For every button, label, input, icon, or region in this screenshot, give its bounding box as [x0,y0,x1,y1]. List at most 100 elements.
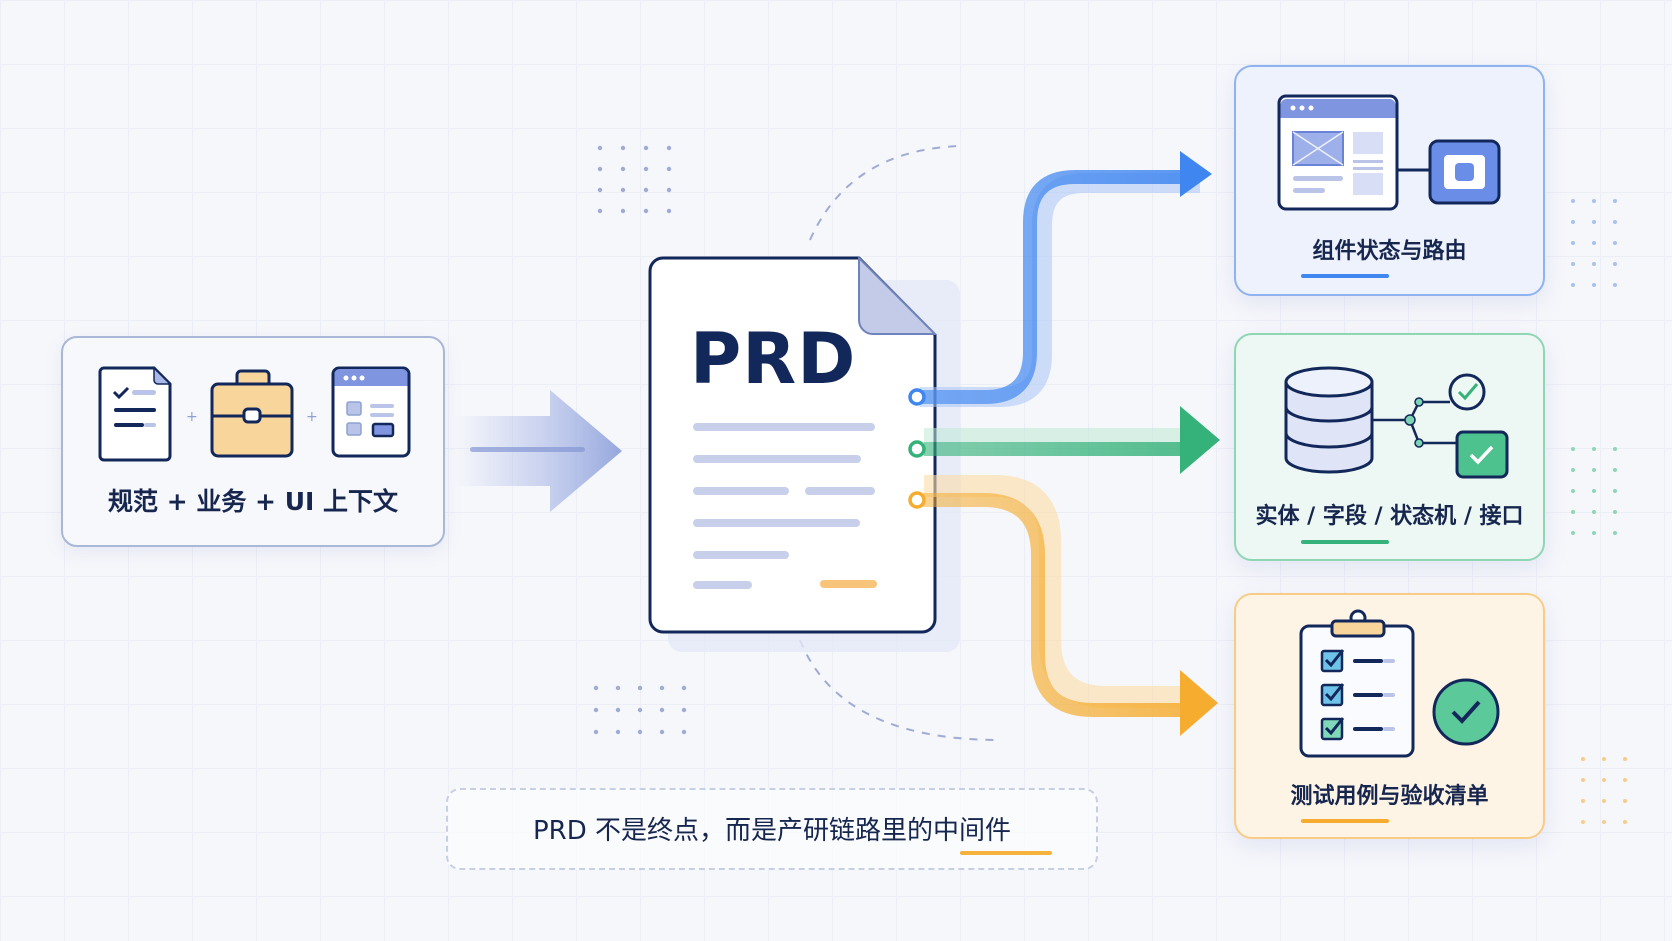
decor-dot [620,208,626,214]
decor-dot [643,208,649,214]
decor-dot [637,729,643,735]
decor-dot [620,145,626,151]
prd-title: PRD [690,318,857,400]
decor-dot [1571,199,1575,203]
decor-dot [681,685,687,691]
plus-sign: + [186,409,198,425]
dot-grid-bottom [593,685,687,735]
dot-grid-right-orange [1581,757,1627,824]
decor-dot [615,707,621,713]
decor-dot [1592,241,1596,245]
decor-dot [1571,489,1575,493]
decor-dot [1592,447,1596,451]
dot-grid-right-green [1571,447,1617,535]
decor-dot [1613,199,1617,203]
decor-dot [620,187,626,193]
connector-node-orange [908,491,926,509]
decor-dot [1602,757,1606,761]
decor-dot [659,707,665,713]
decor-dot [1581,757,1585,761]
arrowhead-orange [1180,670,1218,736]
decor-dot [1602,820,1606,824]
decor-dot [1602,799,1606,803]
dot-grid-right-blue [1571,199,1617,287]
decor-dot [643,145,649,151]
decor-dot [681,729,687,735]
decor-dot [1571,468,1575,472]
decor-dot [637,707,643,713]
decor-dot [1592,531,1596,535]
decor-dot [643,166,649,172]
caption-text: PRD 不是终点，而是产研链路里的中间件 [532,816,1012,846]
decor-dot [1613,283,1617,287]
decor-dot [597,187,603,193]
decor-dot [1581,778,1585,782]
connector-node-green [908,440,926,458]
decor-dot [1613,241,1617,245]
decor-dot [1592,283,1596,287]
plus-sign: + [306,409,318,425]
card-accent-line [1301,540,1389,544]
decor-dot [1592,220,1596,224]
decor-dot [1581,799,1585,803]
decor-dot [1613,220,1617,224]
decor-dot [1592,489,1596,493]
card-accent-line [1301,274,1389,278]
decor-dot [1571,262,1575,266]
arrowhead-blue [1180,151,1212,197]
decor-dot [1571,283,1575,287]
decor-dot [1613,262,1617,266]
decor-dot [1623,757,1627,761]
decor-dot [1623,778,1627,782]
decor-dot [643,187,649,193]
decor-dot [1623,820,1627,824]
decor-dot [666,166,672,172]
input-label: 规范 + 业务 + UI 上下文 [107,487,398,516]
decor-dot [615,685,621,691]
decor-dot [597,166,603,172]
decor-dot [666,145,672,151]
decor-dot [615,729,621,735]
card-accent-line [1301,819,1389,823]
caption-box [446,788,1098,870]
briefcase-icon [210,369,294,458]
decor-dot [666,187,672,193]
decor-dot [620,166,626,172]
decor-dot [1592,468,1596,472]
connector-orange [908,475,1218,736]
decor-dot [597,208,603,214]
document-text-lines [693,423,877,589]
decor-dot [1602,778,1606,782]
decor-dot [1571,531,1575,535]
output-card-label: 实体 / 字段 / 状态机 / 接口 [1255,504,1524,529]
decor-dot [1613,510,1617,514]
decor-dot [1592,510,1596,514]
decor-dot [1613,489,1617,493]
decor-dot [1592,262,1596,266]
browser-window-icon [331,366,411,458]
decor-dot [1581,820,1585,824]
dot-grid-top [597,145,672,214]
decor-dot [681,707,687,713]
arrowhead-green [1180,406,1220,474]
output-card-label: 测试用例与验收清单 [1290,784,1489,809]
decor-dot [1613,447,1617,451]
decor-dot [659,729,665,735]
decor-dot [637,685,643,691]
connector-node-blue [908,388,926,406]
caption-highlight-underline [960,851,1052,855]
decor-dot [659,685,665,691]
decor-dot [1613,531,1617,535]
connector-blue [908,151,1212,407]
connector-green [908,406,1220,474]
decor-dot [1613,468,1617,472]
decor-dot [593,685,599,691]
dashed-arc [799,145,1001,741]
